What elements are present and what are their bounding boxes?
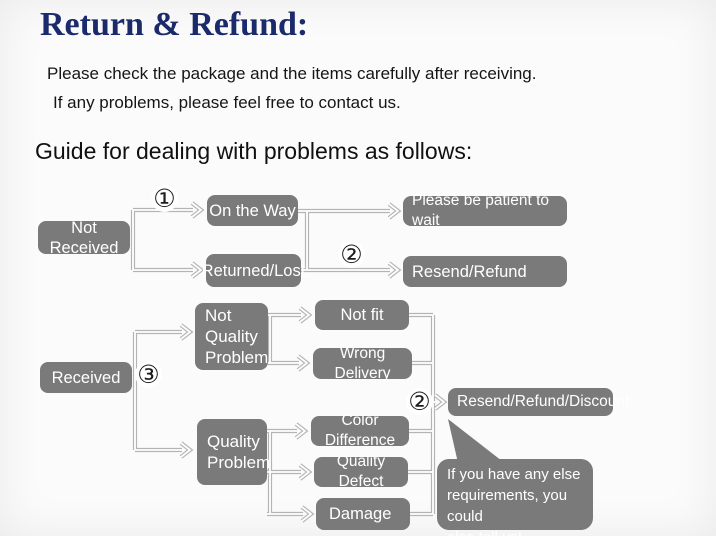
flow-box-resend-refund-discount: Resend/Refund/Discount <box>448 388 629 416</box>
speech-bubble-tail <box>448 419 502 463</box>
speech-bubble: If you have any else requirements, you c… <box>437 459 593 536</box>
page-title: Return & Refund: <box>40 6 309 43</box>
flow-box-resend-refund: Resend/Refund <box>403 256 567 287</box>
flow-box-quality-defect: Quality Defect <box>314 453 408 490</box>
intro-line-1: Please check the package and the items c… <box>47 64 537 83</box>
flow-box-wrong-delivery: Wrong Delivery <box>313 345 412 382</box>
step-badge-1: ① <box>151 185 178 212</box>
flow-box-please-be-patient: Please be patient to wait <box>403 192 567 229</box>
flow-box-not-quality-problem: Not Quality Problem <box>195 303 268 370</box>
flow-box-damage: Damage <box>316 498 410 530</box>
flow-box-quality-problem: Quality Problem <box>197 419 270 485</box>
flow-box-received: Received <box>40 362 132 393</box>
flow-box-not-fit: Not fit <box>315 300 409 330</box>
flow-box-on-the-way: On the Way <box>207 195 298 226</box>
guide-heading: Guide for dealing with problems as follo… <box>35 138 473 164</box>
step-badge-2-bottom: ② <box>406 388 433 415</box>
flow-box-not-received: Not Received <box>38 219 130 257</box>
flow-box-returned-lost: Returned/Lost <box>202 254 305 287</box>
step-badge-3: ③ <box>135 361 162 388</box>
step-badge-2-top: ② <box>338 241 365 268</box>
intro-line-2: If any problems, please feel free to con… <box>53 93 401 112</box>
flow-box-color-difference: Color Difference <box>311 412 409 449</box>
